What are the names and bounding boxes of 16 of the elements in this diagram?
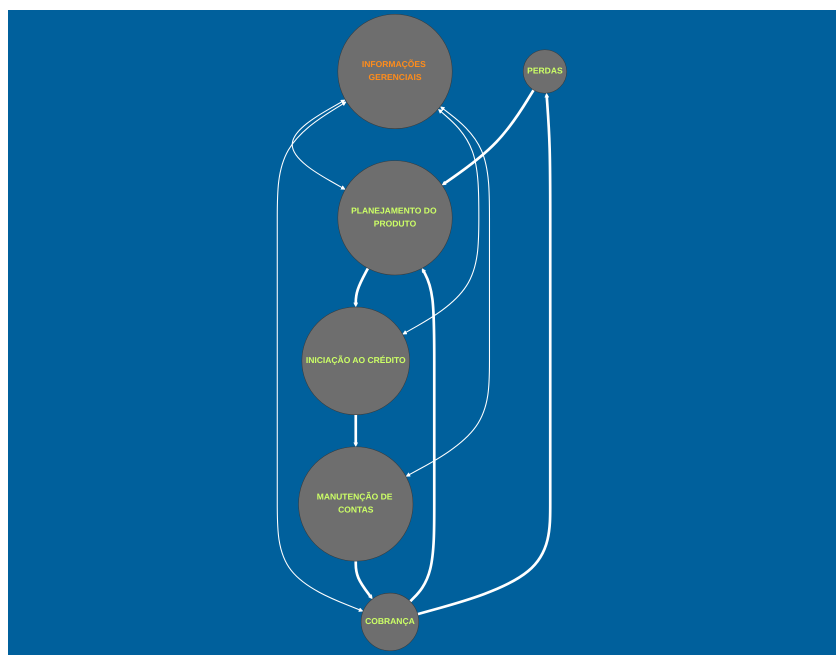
node-circle: INFORMAÇÕES GERENCIAIS: [338, 14, 453, 129]
arrow: [292, 100, 346, 190]
node-circle: COBRANÇA: [360, 592, 420, 651]
node-circle: PLANEJAMENTO DO PRODUTO: [338, 160, 453, 276]
arrow: [402, 109, 480, 334]
node-circle: PERDAS: [522, 49, 567, 94]
arrow: [353, 268, 370, 308]
arrow: [353, 414, 358, 447]
arrow: [276, 102, 364, 612]
node-circle: INICIAÇÃO AO CRÉDITO: [302, 306, 410, 416]
arrow: [442, 89, 535, 186]
node-circle: MANUTENÇÃO DE CONTAS: [298, 446, 414, 562]
arrow: [409, 268, 436, 602]
arrow: [354, 561, 373, 600]
arrow: [406, 106, 490, 477]
arrow: [417, 92, 552, 616]
